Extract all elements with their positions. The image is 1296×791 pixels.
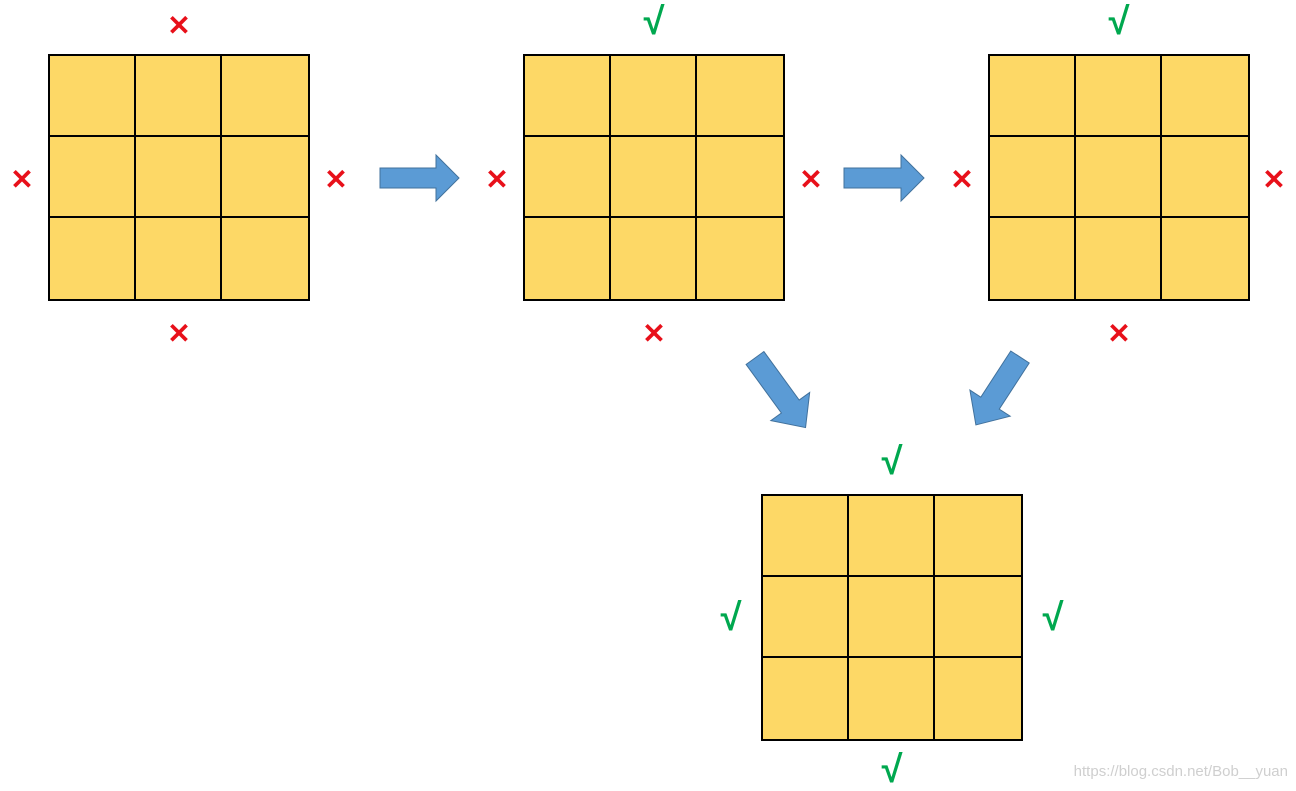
grid-cell (136, 137, 222, 218)
grid-4-top-mark: √ (881, 441, 903, 483)
grid-cell (849, 577, 935, 658)
grid-cell (697, 56, 783, 137)
grid-2-bottom-mark: ✕ (642, 318, 666, 349)
grid-cell (763, 577, 849, 658)
grid-3 (988, 54, 1250, 301)
grid-2-left-mark: ✕ (485, 164, 509, 195)
grid-cell (1076, 137, 1162, 218)
arrow-down-right (745, 350, 811, 429)
arrow-right-2 (843, 153, 925, 203)
grid-1-bottom-mark: ✕ (167, 318, 191, 349)
grid-cell (50, 137, 136, 218)
grid-cell (990, 56, 1076, 137)
grid-3-top-mark: √ (1108, 1, 1130, 43)
grid-cell (525, 56, 611, 137)
watermark: https://blog.csdn.net/Bob__yuan (1073, 763, 1288, 780)
grid-cell (222, 56, 308, 137)
grid-cell (763, 496, 849, 577)
grid-cell (849, 658, 935, 739)
arrow-right-1 (379, 153, 460, 203)
grid-cell (1076, 56, 1162, 137)
grid-cell (611, 56, 697, 137)
grid-cell (50, 218, 136, 299)
grid-1 (48, 54, 310, 301)
grid-cell (935, 577, 1021, 658)
grid-2-top-mark: √ (643, 1, 665, 43)
grid-1-right-mark: ✕ (324, 164, 348, 195)
grid-2-right-mark: ✕ (799, 164, 823, 195)
grid-cell (849, 496, 935, 577)
grid-cell (1162, 137, 1248, 218)
grid-cell (50, 56, 136, 137)
grid-cell (136, 218, 222, 299)
grid-1-top-mark: ✕ (167, 10, 191, 41)
grid-3-right-mark: ✕ (1262, 164, 1286, 195)
grid-cell (611, 218, 697, 299)
grid-3-bottom-mark: ✕ (1107, 318, 1131, 349)
grid-cell (935, 496, 1021, 577)
grid-4-left-mark: √ (720, 597, 742, 639)
grid-cell (136, 56, 222, 137)
grid-cell (525, 137, 611, 218)
grid-4-bottom-mark: √ (881, 749, 903, 791)
grid-cell (1162, 56, 1248, 137)
grid-3-left-mark: ✕ (950, 164, 974, 195)
grid-cell (611, 137, 697, 218)
grid-cell (697, 137, 783, 218)
grid-cell (525, 218, 611, 299)
grid-4 (761, 494, 1023, 741)
arrow-down-left (969, 350, 1030, 426)
grid-cell (1076, 218, 1162, 299)
grid-1-left-mark: ✕ (10, 164, 34, 195)
grid-4-right-mark: √ (1042, 597, 1064, 639)
grid-cell (763, 658, 849, 739)
grid-2 (523, 54, 785, 301)
grid-cell (990, 218, 1076, 299)
grid-cell (222, 137, 308, 218)
grid-cell (990, 137, 1076, 218)
